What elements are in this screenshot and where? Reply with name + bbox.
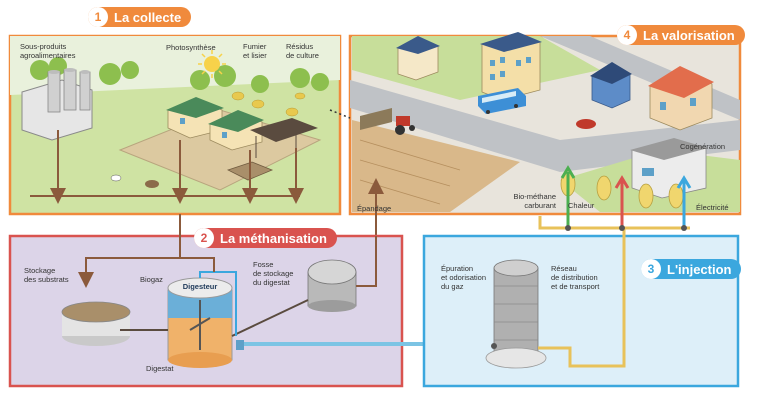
substrate-storage [61,301,131,346]
badge-number: 2 [194,228,214,248]
label-digestat: Digestat [146,364,174,373]
purification-tower [485,259,547,369]
agrifood-factory [21,68,93,141]
label-reseau: Réseau de distribution et de transport [551,264,600,291]
tractor-icon [360,108,415,135]
bus-icon [478,88,526,114]
badge-title: La valorisation [643,27,735,43]
badge-title: La méthanisation [220,230,327,246]
badge-number: 1 [88,7,108,27]
digestate-storage-tank [307,259,357,312]
farm-buildings [166,97,264,151]
label-biogaz: Biogaz [140,275,163,284]
label-photosynthese: Photosynthèse [166,43,216,52]
badge-title: La collecte [114,9,182,25]
town-houses [396,32,542,101]
badge-collecte: 1 La collecte [88,7,192,27]
cow-icon [110,174,159,188]
label-cogeneration: Cogénération [680,142,726,151]
badge-valorisation: 4 La valorisation [617,25,745,45]
badge-title: L'injection [667,261,732,277]
panel-valorisation [348,32,742,236]
badge-number: 4 [617,25,637,45]
label-fosse: Fosse de stockage du digestat [253,260,294,287]
label-sous-produits: Sous-produits agroalimentaires [20,42,76,60]
car-icon [576,119,596,129]
label-stockage-substrats: Stockage des substrats [24,266,69,284]
panel-injection [422,216,740,388]
panel-collecte [8,34,342,216]
label-electricite: Électricité [696,203,729,212]
label-chaleur: Chaleur [568,201,595,210]
badge-number: 3 [641,259,661,279]
label-digesteur: Digesteur [182,282,218,291]
sun-icon [198,50,226,78]
panel-methanisation [8,214,492,388]
label-epandage: Épandage [357,204,392,213]
badge-injection: 3 L'injection [641,259,742,279]
eco-houses [590,62,714,131]
label-biomethane: Bio-méthane carburant [513,192,556,210]
badge-methanisation: 2 La méthanisation [194,228,337,248]
digester [167,277,233,368]
label-epuration: Épuration et odorisation du gaz [441,264,487,291]
label-fumier: Fumier et lisier [243,42,267,60]
label-residus: Résidus de culture [286,42,319,60]
